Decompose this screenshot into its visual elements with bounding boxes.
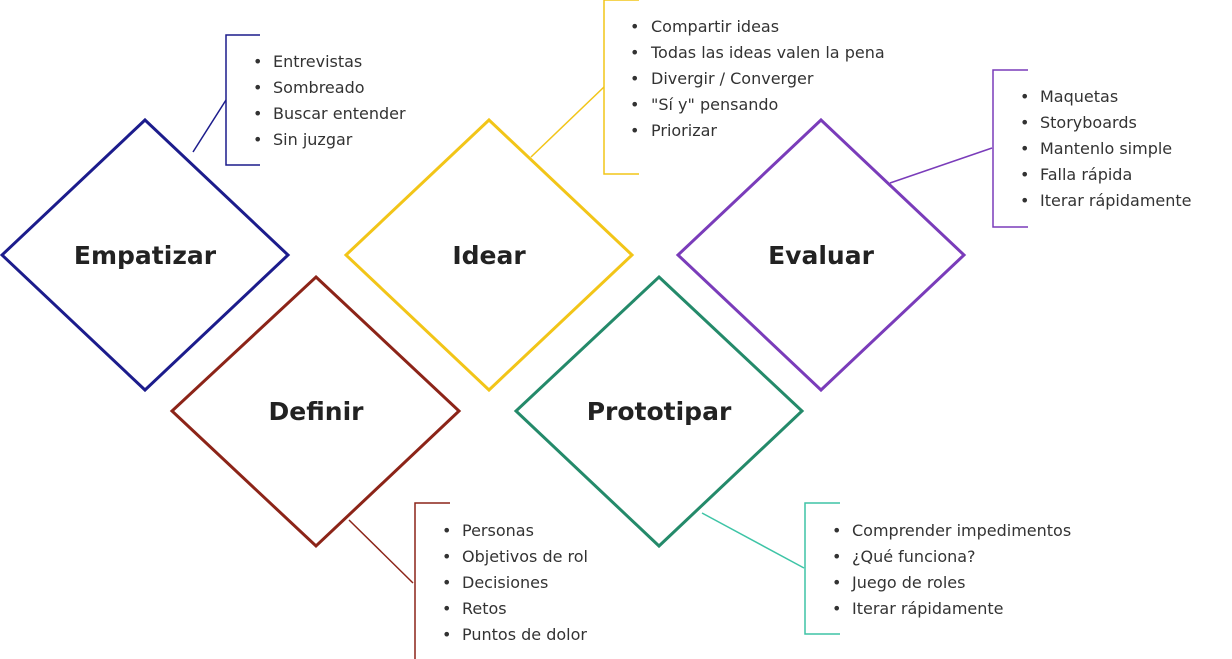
bullet-dot: • xyxy=(630,95,639,114)
bullet-dot: • xyxy=(832,573,841,592)
idear-item-1: Compartir ideas xyxy=(651,17,779,36)
bullet-dot: • xyxy=(253,130,262,149)
idear-diamond xyxy=(343,117,635,393)
definir-bullet-list: • Personas • Objetivos de rol • Decision… xyxy=(442,521,588,644)
bullet-dot: • xyxy=(1020,165,1029,184)
bullet-dot: • xyxy=(442,599,451,618)
empatizar-connector xyxy=(192,99,227,153)
bullet-dot: • xyxy=(253,52,262,71)
idear-item-3: Divergir / Converger xyxy=(651,69,814,88)
bullet-dot: • xyxy=(832,547,841,566)
empatizar-item-2: Sombreado xyxy=(273,78,365,97)
bullet-dot: • xyxy=(630,43,639,62)
bullet-dot: • xyxy=(1020,191,1029,210)
prototipar-bullet-list: • Comprender impedimentos • ¿Qué funcion… xyxy=(832,521,1071,618)
stage-evaluar: Evaluar • Maquetas • Storyboards • Mante… xyxy=(675,69,1192,393)
bullet-dot: • xyxy=(832,599,841,618)
definir-connector xyxy=(348,519,414,584)
bullet-dot: • xyxy=(442,521,451,540)
evaluar-connector xyxy=(889,147,993,184)
empatizar-item-4: Sin juzgar xyxy=(273,130,353,149)
evaluar-label: Evaluar xyxy=(768,241,874,270)
definir-bracket xyxy=(414,502,450,659)
stage-prototipar: Prototipar • Comprender impedimentos • ¿… xyxy=(513,274,1071,635)
prototipar-item-1: Comprender impedimentos xyxy=(852,521,1071,540)
idear-label: Idear xyxy=(452,241,526,270)
prototipar-item-2: ¿Qué funciona? xyxy=(852,547,976,566)
bullet-dot: • xyxy=(630,17,639,36)
prototipar-item-4: Iterar rápidamente xyxy=(852,599,1004,618)
idear-item-5: Priorizar xyxy=(651,121,717,140)
empatizar-label: Empatizar xyxy=(74,241,217,270)
evaluar-item-2: Storyboards xyxy=(1040,113,1137,132)
evaluar-item-1: Maquetas xyxy=(1040,87,1118,106)
definir-diamond xyxy=(169,274,462,549)
bullet-dot: • xyxy=(832,521,841,540)
definir-item-5: Puntos de dolor xyxy=(462,625,587,644)
bullet-dot: • xyxy=(253,78,262,97)
stage-empatizar: Empatizar • Entrevistas • Sombreado • Bu… xyxy=(0,34,406,393)
bullet-dot: • xyxy=(253,104,262,123)
definir-item-4: Retos xyxy=(462,599,507,618)
evaluar-diamond xyxy=(675,117,967,393)
empatizar-item-1: Entrevistas xyxy=(273,52,362,71)
idear-connector xyxy=(530,86,605,158)
prototipar-connector xyxy=(701,512,805,569)
definir-item-3: Decisiones xyxy=(462,573,548,592)
bullet-dot: • xyxy=(1020,139,1029,158)
prototipar-diamond xyxy=(513,274,805,549)
empatizar-bullet-list: • Entrevistas • Sombreado • Buscar enten… xyxy=(253,52,406,149)
evaluar-item-5: Iterar rápidamente xyxy=(1040,191,1192,210)
stage-definir: Definir • Personas • Objetivos de rol • … xyxy=(169,274,588,659)
definir-item-2: Objetivos de rol xyxy=(462,547,588,566)
bullet-dot: • xyxy=(442,625,451,644)
empatizar-diamond xyxy=(0,117,291,393)
evaluar-item-3: Mantenlo simple xyxy=(1040,139,1172,158)
definir-item-1: Personas xyxy=(462,521,534,540)
bullet-dot: • xyxy=(630,69,639,88)
idear-bracket xyxy=(603,0,639,175)
idear-item-2: Todas las ideas valen la pena xyxy=(650,43,885,62)
bullet-dot: • xyxy=(630,121,639,140)
bullet-dot: • xyxy=(1020,87,1029,106)
bullet-dot: • xyxy=(1020,113,1029,132)
prototipar-label: Prototipar xyxy=(587,397,732,426)
definir-label: Definir xyxy=(269,397,365,426)
prototipar-item-3: Juego de roles xyxy=(851,573,965,592)
evaluar-bullet-list: • Maquetas • Storyboards • Mantenlo simp… xyxy=(1020,87,1192,210)
empatizar-item-3: Buscar entender xyxy=(273,104,406,123)
evaluar-bracket xyxy=(992,69,1028,228)
bullet-dot: • xyxy=(442,547,451,566)
bullet-dot: • xyxy=(442,573,451,592)
evaluar-item-4: Falla rápida xyxy=(1040,165,1132,184)
empatizar-bracket xyxy=(225,34,260,166)
idear-item-4: "Sí y" pensando xyxy=(651,95,778,114)
stage-idear: Idear • Compartir ideas • Todas las idea… xyxy=(343,0,885,393)
prototipar-bracket xyxy=(804,502,840,635)
idear-bullet-list: • Compartir ideas • Todas las ideas vale… xyxy=(630,17,885,140)
